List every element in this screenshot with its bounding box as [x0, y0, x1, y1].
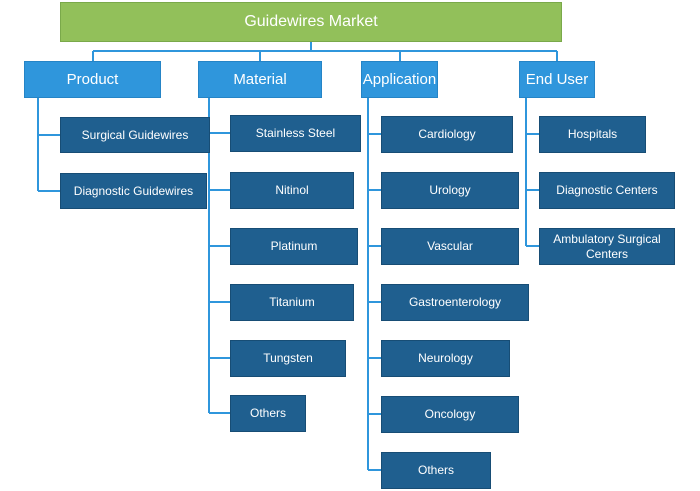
category-end-user: End User — [519, 61, 595, 98]
application-item: Neurology — [381, 340, 510, 377]
product-item: Diagnostic Guidewires — [60, 173, 207, 209]
application-item: Gastroenterology — [381, 284, 529, 321]
application-item: Oncology — [381, 396, 519, 433]
material-item: Tungsten — [230, 340, 346, 377]
application-item: Urology — [381, 172, 519, 209]
material-item: Others — [230, 395, 306, 432]
end-user-item: Diagnostic Centers — [539, 172, 675, 209]
material-item: Titanium — [230, 284, 354, 321]
application-item: Cardiology — [381, 116, 513, 153]
category-product: Product — [24, 61, 161, 98]
category-application: Application — [361, 61, 438, 98]
category-material: Material — [198, 61, 322, 98]
material-item: Platinum — [230, 228, 358, 265]
material-item: Nitinol — [230, 172, 354, 209]
material-item: Stainless Steel — [230, 115, 361, 152]
application-item: Others — [381, 452, 491, 489]
application-item: Vascular — [381, 228, 519, 265]
end-user-item: Ambulatory Surgical Centers — [539, 228, 675, 265]
product-item: Surgical Guidewires — [60, 117, 210, 153]
end-user-item: Hospitals — [539, 116, 646, 153]
root-node: Guidewires Market — [60, 2, 562, 42]
